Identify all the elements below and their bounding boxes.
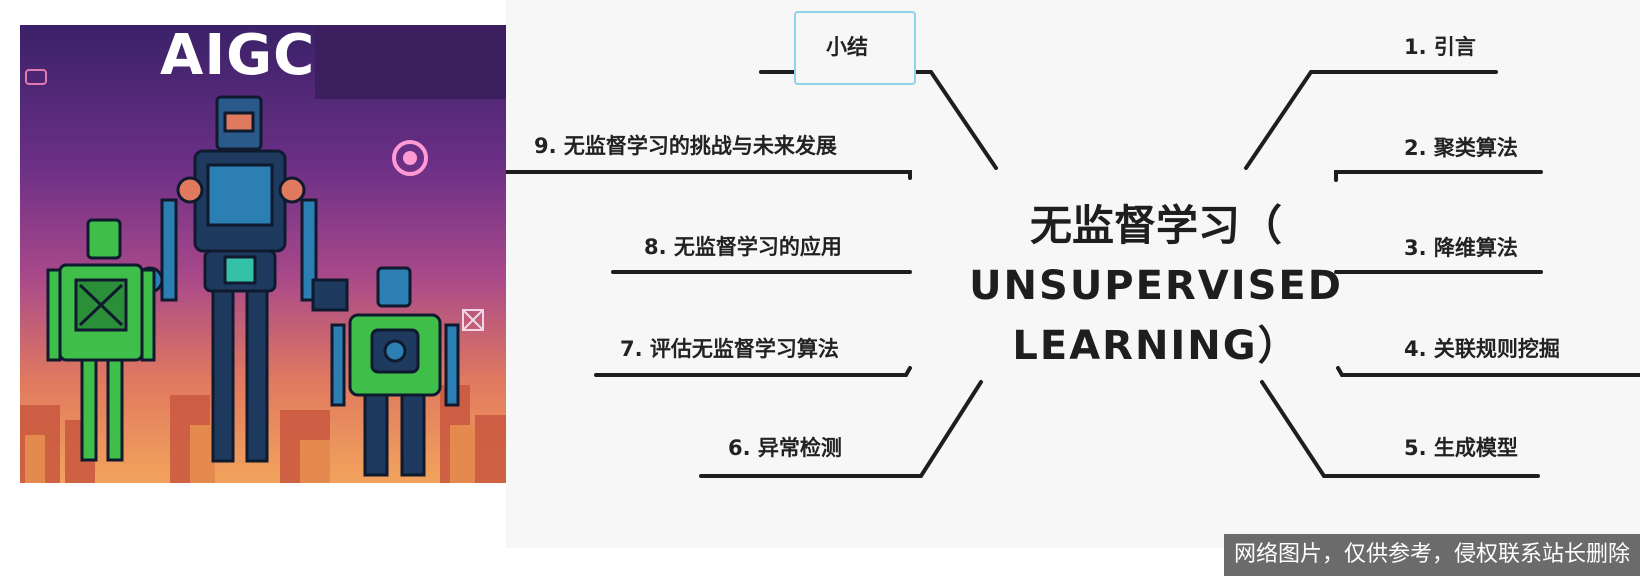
- branch-2-clustering[interactable]: 2. 聚类算法: [1404, 136, 1518, 160]
- branch-3-dimensionality[interactable]: 3. 降维算法: [1404, 236, 1518, 260]
- branch-8-applications[interactable]: 8. 无监督学习的应用: [644, 235, 842, 259]
- mind-map: 小结 9. 无监督学习的挑战与未来发展 8. 无监督学习的应用 7. 评估无监督…: [506, 0, 1640, 548]
- connector-6: [699, 380, 983, 478]
- branch-1-intro[interactable]: 1. 引言: [1404, 35, 1476, 59]
- center-title-zh: 无监督学习（: [1029, 201, 1282, 250]
- aigc-robot-illustration: AIGC: [20, 25, 506, 483]
- aigc-banner-text: AIGC: [160, 25, 316, 88]
- branch-5-generative[interactable]: 5. 生成模型: [1404, 436, 1518, 460]
- dark-overlay-block: [315, 25, 506, 99]
- connector-2: [1334, 170, 1543, 182]
- connector-1: [1244, 70, 1498, 170]
- connector-9: [506, 170, 912, 180]
- center-title-en-line2: LEARNING）: [1012, 323, 1300, 369]
- branch-summary[interactable]: 小结: [826, 35, 868, 59]
- mind-map-connectors: [506, 70, 1640, 478]
- branch-7-evaluation[interactable]: 7. 评估无监督学习算法: [620, 337, 839, 361]
- connector-5: [1260, 380, 1540, 478]
- watermark-notice: 网络图片，仅供参考，侵权联系站长删除: [1223, 534, 1640, 576]
- branch-6-anomaly[interactable]: 6. 异常检测: [728, 436, 842, 460]
- connector-7: [594, 366, 912, 377]
- branch-4-association[interactable]: 4. 关联规则挖掘: [1404, 337, 1560, 361]
- center-topic[interactable]: 无监督学习（ UNSUPERVISED LEARNING）: [926, 196, 1386, 376]
- summary-node-selection[interactable]: [794, 11, 916, 85]
- connector-4: [1336, 366, 1640, 377]
- branch-9-challenges[interactable]: 9. 无监督学习的挑战与未来发展: [534, 134, 837, 158]
- robots-artwork: [20, 69, 506, 483]
- center-title-en-line1: UNSUPERVISED: [969, 263, 1343, 309]
